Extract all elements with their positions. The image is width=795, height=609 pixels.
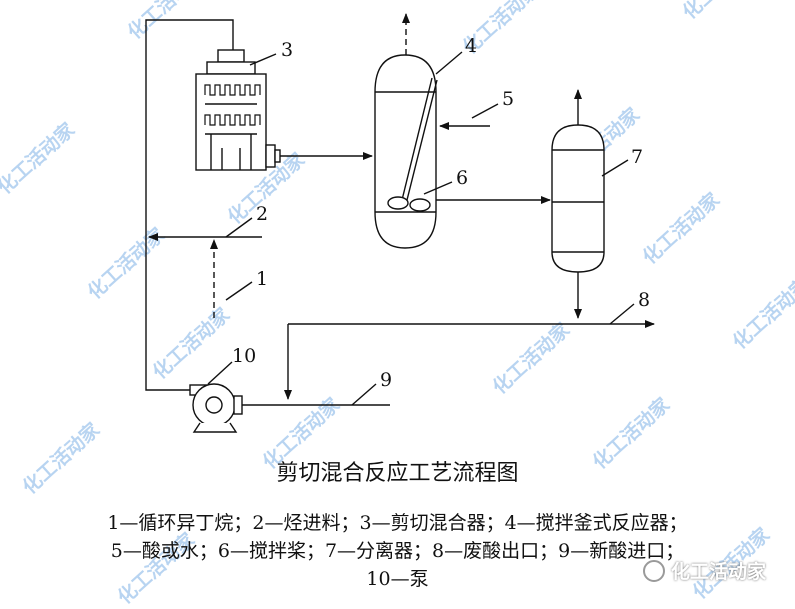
leader-4 [435, 51, 463, 75]
separator [551, 124, 605, 273]
legend-line-1: 1—循环异丁烷；2—烃进料；3—剪切混合器；4—搅拌釜式反应器； [107, 512, 688, 534]
watermark: 化工活动家 [638, 187, 725, 268]
stirred-tank-reactor [374, 54, 438, 249]
leader-7 [601, 159, 629, 177]
legend-line-2: 5—酸或水；6—搅拌桨；7—分离器；8—废酸出口；9—新酸进口； [110, 540, 685, 562]
callout-4: 4 [465, 35, 477, 57]
callout-1: 1 [256, 268, 268, 290]
legend-line-3: 10—泵 [366, 568, 429, 590]
figure-title: 剪切混合反应工艺流程图 [276, 461, 519, 486]
callout-9: 9 [380, 369, 392, 391]
watermark: 化工活动家 [488, 317, 575, 398]
callout-5: 5 [502, 88, 514, 110]
wechat-icon [643, 559, 665, 582]
shear-mixer [195, 49, 281, 171]
leader-10 [207, 361, 233, 385]
recycle-line [145, 19, 234, 391]
callout-8: 8 [638, 289, 650, 311]
watermark: 化工活动家 [728, 272, 795, 353]
leader-9 [351, 383, 377, 406]
callout-10: 10 [232, 345, 256, 367]
watermark: 化工活动家 [123, 0, 210, 44]
callout-2: 2 [256, 203, 268, 225]
wechat-badge: 化工活动家 [643, 557, 766, 584]
leader-3 [249, 53, 277, 66]
leader-2 [225, 217, 253, 238]
callout-6: 6 [456, 167, 468, 189]
callout-7: 7 [631, 146, 643, 168]
watermark: 化工活动家 [0, 117, 80, 198]
callout-3: 3 [281, 39, 293, 61]
leader-6 [423, 181, 453, 195]
watermark: 化工活动家 [83, 222, 170, 303]
watermark: 化工活动家 [678, 0, 765, 24]
leader-5 [471, 103, 499, 119]
badge-label: 化工活动家 [671, 561, 767, 583]
leader-8 [609, 303, 635, 325]
leader-1 [225, 281, 253, 301]
pump [189, 383, 243, 433]
